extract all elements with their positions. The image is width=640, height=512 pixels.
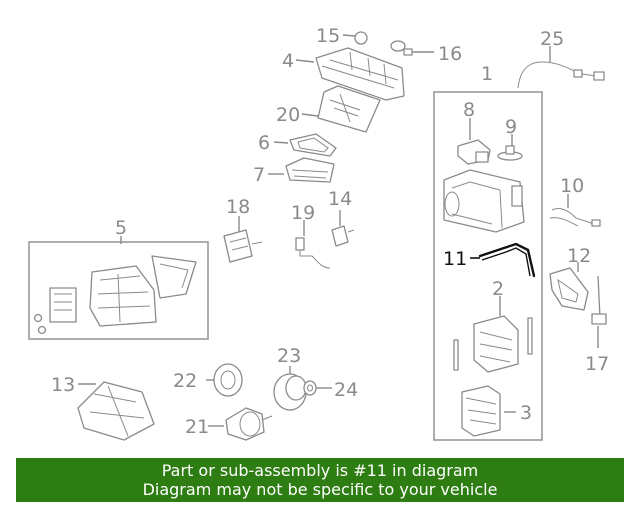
part-14-connector xyxy=(331,210,355,247)
callout-11: 11 xyxy=(443,248,467,270)
part-7-seal xyxy=(268,157,335,183)
part-24-nut xyxy=(303,380,332,396)
notice-line-2: Diagram may not be specific to your vehi… xyxy=(142,480,498,499)
callout-22: 22 xyxy=(173,370,197,392)
callout-25: 25 xyxy=(540,28,564,50)
part-18-module xyxy=(223,216,263,263)
callout-5: 5 xyxy=(115,217,127,239)
callout-24: 24 xyxy=(334,379,358,401)
callout-1: 1 xyxy=(481,63,493,85)
part-4-upper-housing xyxy=(295,47,405,101)
part-17-probe xyxy=(591,275,607,348)
callout-7: 7 xyxy=(253,164,265,186)
part-13-duct xyxy=(77,381,155,441)
part-9-sensor xyxy=(497,134,523,161)
part-2-core xyxy=(453,296,533,373)
callout-19: 19 xyxy=(291,202,315,224)
part-15-cap xyxy=(342,31,368,45)
notice-banner: Part or sub-assembly is #11 in diagram D… xyxy=(16,458,624,502)
part-3-housing-block xyxy=(461,385,516,437)
part-16-clip xyxy=(390,40,434,56)
part-8-actuator xyxy=(457,118,491,165)
assembly-frame-5 xyxy=(28,241,209,340)
callout-8: 8 xyxy=(463,99,475,121)
callout-15: 15 xyxy=(316,25,340,47)
assembly-frame-1 xyxy=(433,91,543,441)
part-20-filter xyxy=(301,85,381,133)
part-25-wire-harness xyxy=(517,46,605,89)
callout-17: 17 xyxy=(585,353,609,375)
callout-23: 23 xyxy=(277,345,301,367)
notice-line-1: Part or sub-assembly is #11 in diagram xyxy=(161,461,479,480)
callout-18: 18 xyxy=(226,196,250,218)
callout-6: 6 xyxy=(258,132,270,154)
part-19-wire-bracket xyxy=(295,220,331,269)
part-10-cable xyxy=(549,194,601,227)
part-21-blower-motor xyxy=(208,407,273,441)
callout-9: 9 xyxy=(505,116,517,138)
callout-2: 2 xyxy=(492,278,504,300)
part-1-hvac-case xyxy=(443,169,525,233)
callout-20: 20 xyxy=(276,104,300,126)
callout-13: 13 xyxy=(51,374,75,396)
part-5-blower-case xyxy=(33,236,197,335)
callout-10: 10 xyxy=(560,175,584,197)
part-6-gasket xyxy=(273,133,337,157)
part-23-fan-wheel xyxy=(273,366,307,411)
callout-12: 12 xyxy=(567,245,591,267)
callout-21: 21 xyxy=(185,416,209,438)
callout-14: 14 xyxy=(328,188,352,210)
callout-3: 3 xyxy=(520,402,532,424)
part-22-ring xyxy=(206,363,243,397)
callout-4: 4 xyxy=(282,50,294,72)
part-12-bracket xyxy=(549,262,589,311)
part-11-tube xyxy=(470,242,536,278)
callout-16: 16 xyxy=(438,43,462,65)
